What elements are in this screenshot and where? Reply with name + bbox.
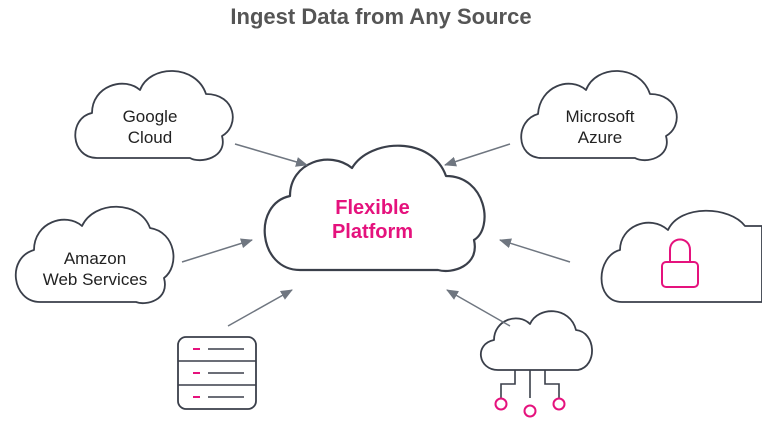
- aws-label: Amazon Web Services: [15, 248, 175, 290]
- platform-line2: Platform: [331, 221, 414, 243]
- microsoft-azure-line1: Microsoft: [565, 107, 635, 126]
- arrow-azure: [444, 143, 511, 167]
- microsoft-azure-line2: Azure: [577, 128, 623, 147]
- arrow-secure: [499, 238, 571, 263]
- platform-line1: Flexible: [335, 197, 410, 219]
- arrow-server: [227, 289, 293, 327]
- padlock-icon: [661, 238, 699, 288]
- microsoft-azure-shape: [520, 70, 678, 162]
- cloud-network-icon: [479, 310, 593, 418]
- aws-shape: [14, 205, 175, 304]
- platform-label: Flexible Platform: [300, 196, 445, 244]
- google-cloud-shape: [74, 70, 234, 162]
- aws-line2: Web Services: [42, 270, 148, 289]
- aws-line1: Amazon: [63, 249, 127, 268]
- google-cloud-line2: Cloud: [127, 128, 173, 147]
- google-cloud-line1: Google: [122, 107, 178, 126]
- microsoft-azure-label: Microsoft Azure: [530, 106, 670, 148]
- secure-cloud-shape: [600, 209, 762, 303]
- arrow-aws: [181, 238, 253, 263]
- google-cloud-label: Google Cloud: [95, 106, 205, 148]
- arrow-google: [234, 143, 308, 167]
- diagram-title: Ingest Data from Any Source: [230, 4, 532, 29]
- arrow-network: [446, 289, 511, 327]
- server-rack-icon: [177, 336, 257, 410]
- platform-cloud-shape: [263, 144, 486, 272]
